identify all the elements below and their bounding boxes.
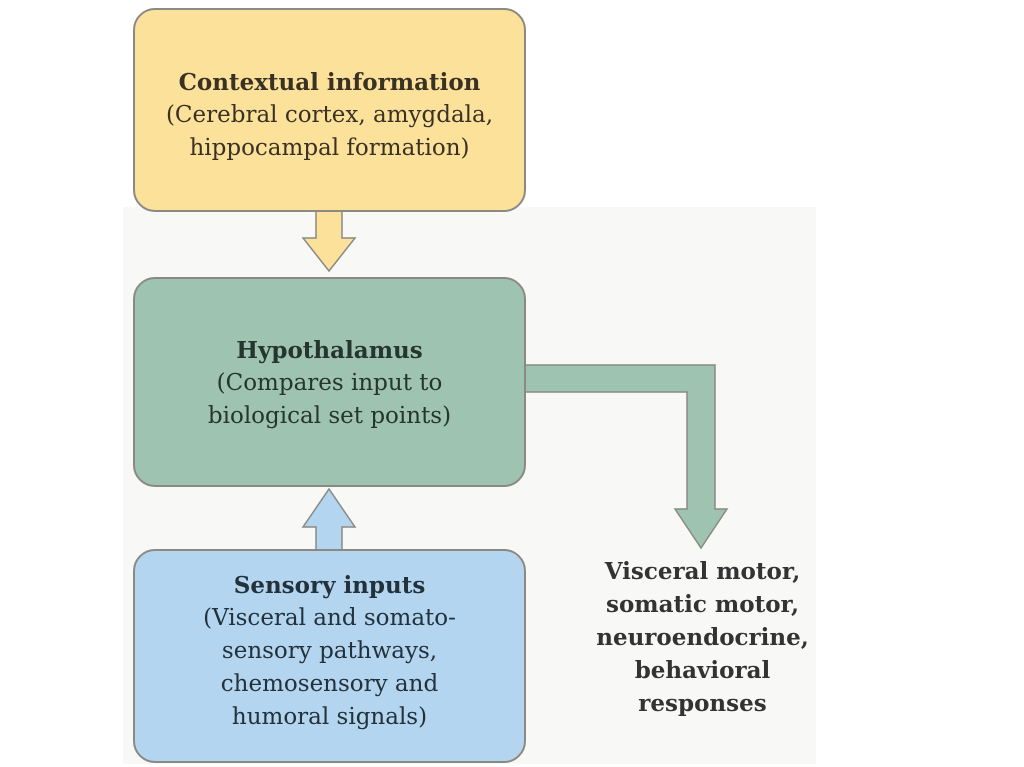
output-line: behavioral (634, 657, 771, 684)
node-line: sensory pathways, (221, 638, 438, 664)
arrow-hypothalamus-to-responses (523, 364, 729, 550)
node-hypothalamus: Hypothalamus (Compares input to biologic… (133, 277, 526, 487)
node-title: Hypothalamus (236, 337, 423, 364)
node-line: chemosensory and (220, 671, 439, 697)
node-line: biological set points) (207, 403, 452, 429)
node-contextual-information: Contextual information (Cerebral cortex,… (133, 8, 526, 212)
node-line: hippocampal formation) (189, 135, 470, 161)
node-sensory-inputs: Sensory inputs (Visceral and somato- sen… (133, 549, 526, 763)
arrow-sensory-to-hypothalamus (301, 487, 357, 552)
output-line: responses (638, 690, 767, 717)
node-line: (Compares input to (216, 370, 443, 396)
node-line: humoral signals) (231, 704, 428, 730)
node-line: (Visceral and somato- (203, 605, 456, 631)
output-line: somatic motor, (606, 591, 799, 618)
arrow-context-to-hypothalamus (301, 209, 357, 273)
node-title: Sensory inputs (233, 572, 426, 599)
output-line: neuroendocrine, (596, 624, 809, 651)
node-line: (Cerebral cortex, amygdala, (165, 102, 494, 128)
output-responses: Visceral motor, somatic motor, neuroendo… (585, 555, 820, 720)
output-line: Visceral motor, (604, 558, 801, 585)
node-title: Contextual information (178, 69, 481, 96)
